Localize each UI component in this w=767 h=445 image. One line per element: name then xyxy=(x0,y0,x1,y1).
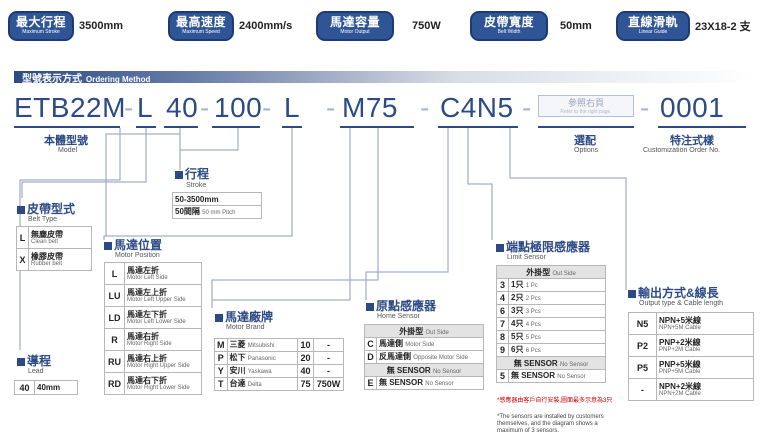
spec-value: 3500mm xyxy=(79,20,124,32)
output-heading-en: Output type & Cable length xyxy=(639,300,724,307)
code-custom: 0001 xyxy=(660,92,725,123)
spec-value: 23X18-2 支 xyxy=(695,21,751,33)
square-bullet-icon xyxy=(628,290,636,298)
code-dash: - xyxy=(326,92,336,123)
refer-right-page-box: 參照右頁 Refer to the right page. xyxy=(538,95,634,117)
code-lead: 40 xyxy=(166,92,199,123)
underline xyxy=(340,126,414,128)
square-bullet-icon xyxy=(366,303,374,311)
underline xyxy=(14,126,120,128)
code-dash: - xyxy=(522,92,532,123)
code-dash: - xyxy=(640,92,650,123)
underline xyxy=(658,126,746,128)
lead-heading-en: Lead xyxy=(28,368,44,375)
underline xyxy=(164,126,198,128)
stroke-heading: 行程 xyxy=(175,165,209,182)
underline xyxy=(538,126,634,128)
output-heading: 輸出方式&線長 xyxy=(628,284,719,301)
motor-brand-heading-en: Motor Brand xyxy=(226,324,265,331)
square-bullet-icon xyxy=(175,171,183,179)
code-model: ETB22M xyxy=(14,92,126,123)
underline xyxy=(282,126,302,128)
square-bullet-icon xyxy=(104,242,112,250)
motor-position-heading-en: Motor Position xyxy=(115,252,160,259)
square-bullet-icon xyxy=(17,358,25,366)
limit-note-cn: *感應器由客戶自行安裝,圖面最多示意為3只 xyxy=(497,398,613,404)
options-label: 選配 xyxy=(574,135,596,147)
motor-brand-heading: 馬達廠牌 xyxy=(215,308,273,325)
model-label: 本體型號 xyxy=(44,135,88,147)
model-label-en: Model xyxy=(58,147,78,154)
home-sensor-heading-en: Home Sensor xyxy=(377,313,420,320)
limit-sensor-heading: 端點極限感應器 xyxy=(496,238,590,255)
stroke-table: 50-3500mm 50間隔 50 mm Pitch xyxy=(172,192,262,219)
underline xyxy=(438,126,518,128)
code-dash: - xyxy=(262,92,272,123)
code-motor-pos: L xyxy=(284,92,301,123)
spec-value: 50mm xyxy=(560,20,592,32)
spec-value: 2400mm/s xyxy=(239,20,293,32)
square-bullet-icon xyxy=(17,206,25,214)
underline xyxy=(136,126,156,128)
square-bullet-icon xyxy=(215,314,223,322)
limit-note-en: *The sensors are installed by customers … xyxy=(497,414,604,434)
code-stroke: 100 xyxy=(214,92,263,123)
code-dash: - xyxy=(124,92,134,123)
stroke-heading-en: Stroke xyxy=(186,182,207,189)
belt-heading-en: Belt Type xyxy=(28,216,58,223)
code-sensors: C4N5 xyxy=(440,92,514,123)
code-dash: - xyxy=(420,92,430,123)
custom-label-en: Customization Order No. xyxy=(643,147,721,154)
motor-position-heading: 馬達位置 xyxy=(104,236,162,253)
custom-label: 特注式樣 xyxy=(670,135,714,147)
lead-heading: 導程 xyxy=(17,352,51,369)
belt-heading: 皮帶型式 xyxy=(17,200,75,217)
underline xyxy=(212,126,260,128)
square-bullet-icon xyxy=(496,244,504,252)
code-dash: - xyxy=(200,92,210,123)
options-label-en: Options xyxy=(574,147,599,154)
code-motor-brand: M75 xyxy=(342,92,398,123)
code-belt: L xyxy=(137,92,154,123)
limit-sensor-heading-en: Limit Sensor xyxy=(507,254,546,261)
spec-value: 750W xyxy=(412,20,441,32)
home-sensor-heading: 原點感應器 xyxy=(366,297,436,314)
